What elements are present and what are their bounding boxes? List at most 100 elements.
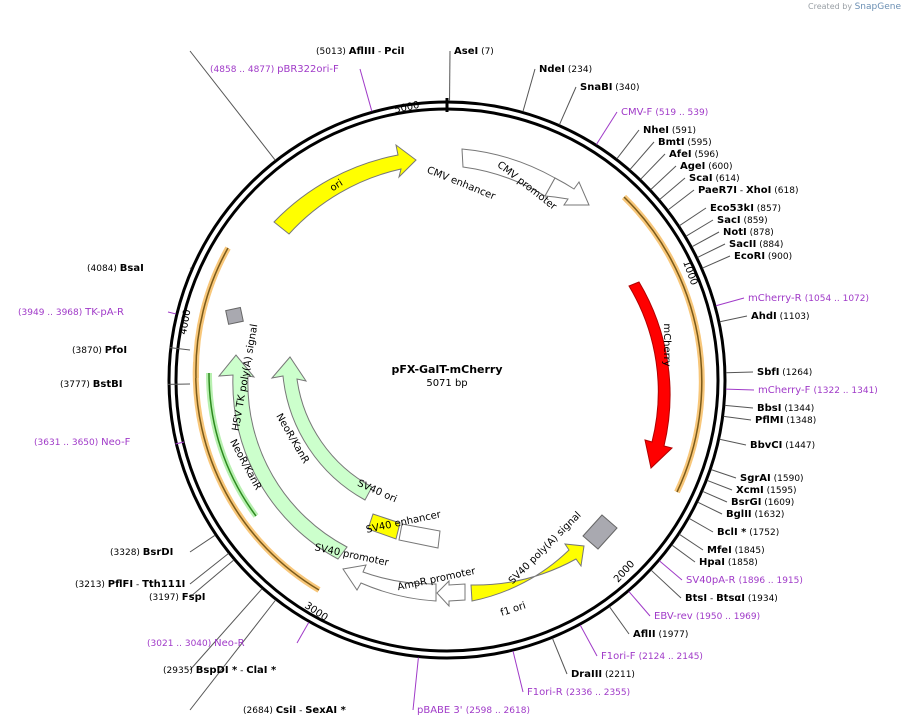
restriction-site[interactable]: (4084) BsaI (87, 263, 192, 274)
site-leader-line (685, 219, 714, 237)
restriction-site[interactable]: NotI (878) (691, 227, 774, 248)
restriction-site[interactable]: MfeI (1845) (679, 533, 765, 556)
site-label: MfeI (1845) (707, 545, 765, 556)
primer-site[interactable]: F1ori-R (2336 .. 2355) (512, 650, 630, 698)
restriction-site[interactable]: SnaBI (340) (558, 82, 639, 125)
site-leader-line (697, 501, 723, 515)
primer-site[interactable]: (3949 .. 3968) TK-pA-R (18, 307, 177, 318)
restriction-site[interactable]: (3197) FspI (149, 559, 235, 603)
restriction-site[interactable]: (3328) BsrDI (110, 534, 216, 558)
site-leader-line (189, 553, 229, 585)
site-leader-line (667, 189, 695, 211)
primer-site[interactable]: CMV-F (519 .. 539) (596, 107, 708, 145)
site-label: BsrGI (1609) (731, 497, 794, 508)
restriction-site[interactable]: XcmI (1595) (707, 479, 797, 496)
restriction-site[interactable]: SgrAI (1590) (711, 469, 804, 484)
sv40-enhancer-feature (398, 523, 441, 549)
restriction-site[interactable]: SacII (884) (697, 239, 784, 258)
site-position: - (237, 666, 246, 676)
site-position: (1934) (745, 594, 778, 604)
restriction-site[interactable]: AflII (1977) (609, 606, 689, 640)
restriction-site[interactable]: EcoRI (900) (702, 251, 793, 269)
restriction-site[interactable]: AhdI (1103) (719, 311, 810, 323)
restriction-site[interactable]: NdeI (234) (522, 64, 592, 112)
primer-position: (1950 .. 1969) (696, 612, 760, 622)
restriction-site[interactable]: Eco53kI (857) (679, 203, 781, 227)
primer-site[interactable]: SV40pA-R (1896 .. 1915) (659, 560, 803, 586)
restriction-site[interactable]: BbvCI (1447) (719, 438, 816, 451)
restriction-site[interactable]: SacI (859) (685, 215, 768, 237)
restriction-site[interactable]: (3213) PflFI - Tth111I (75, 553, 229, 590)
enzyme-name: CsiI (276, 705, 296, 716)
site-label: AseI (7) (454, 46, 494, 57)
site-label: Eco53kI (857) (710, 203, 781, 214)
restriction-site[interactable]: (3870) PfoI (72, 345, 191, 356)
site-leader-line (189, 534, 216, 553)
primer-position: (519 .. 539) (655, 108, 708, 118)
site-leader-line (558, 86, 577, 125)
site-leader-line (169, 347, 191, 351)
restriction-site[interactable]: PaeR7I - XhoI (618) (667, 185, 798, 211)
enzyme-name: MfeI (707, 545, 732, 556)
site-label: XcmI (1595) (736, 485, 797, 496)
restriction-site[interactable]: BbsI (1344) (724, 403, 814, 414)
primer-site[interactable]: EBV-rev (1950 .. 1969) (628, 591, 760, 622)
primer-name: Neo-R (214, 638, 245, 649)
restriction-site[interactable]: (2935) BspDI * - ClaI * (163, 588, 277, 676)
site-position: - (296, 706, 305, 716)
site-label: EcoRI (900) (734, 251, 792, 262)
primer-site[interactable]: mCherry-F (1322 .. 1341) (725, 385, 878, 396)
site-label: (3213) PflFI - Tth111I (75, 579, 185, 590)
restriction-site[interactable]: AseI (7) (449, 46, 494, 102)
primer-site[interactable]: mCherry-R (1054 .. 1072) (715, 293, 869, 307)
primer-site[interactable]: (4858 .. 4877) pBR322ori-F (210, 64, 373, 112)
primer-name: pBABE 3' (417, 705, 466, 716)
site-position: (595) (685, 138, 712, 148)
site-label: DraIII (2211) (571, 669, 635, 680)
primer-label: (4858 .. 4877) pBR322ori-F (210, 64, 339, 75)
restriction-site[interactable]: (2684) CsiI - SexAI * (189, 599, 347, 716)
enzyme-name: SgrAI (740, 473, 771, 484)
site-position: (1752) (746, 528, 779, 538)
restriction-site[interactable]: SbfI (1264) (725, 367, 812, 378)
restriction-site[interactable]: PflMI (1348) (723, 415, 817, 426)
primer-leader-line (167, 311, 177, 315)
primer-site[interactable]: (3021 .. 3040) Neo-R (147, 622, 310, 649)
site-position: (1344) (781, 404, 814, 414)
enzyme-name: SexAI * (305, 705, 346, 716)
primer-name: mCherry-R (748, 293, 805, 304)
neor-green-arc-core (208, 372, 257, 517)
primer-leader-line (725, 388, 755, 391)
site-leader-line (609, 606, 630, 635)
site-leader-line (616, 129, 640, 160)
site-label: (2684) CsiI - SexAI * (243, 705, 347, 716)
primers-layer: (4858 .. 4877) pBR322ori-F CMV-F (519 .. … (18, 64, 878, 716)
primer-name: EBV-rev (654, 611, 696, 622)
site-label: PflMI (1348) (755, 415, 816, 426)
restriction-site[interactable]: (3777) BstBI (60, 379, 191, 390)
restriction-site[interactable]: NheI (591) (616, 125, 696, 160)
restriction-site[interactable]: BmtI (595) (629, 137, 712, 170)
restriction-site[interactable]: BsrGI (1609) (702, 490, 794, 508)
enzyme-name: Tth111I (142, 579, 185, 590)
restriction-site[interactable]: AgeI (600) (650, 161, 733, 190)
enzyme-name: DraIII (571, 669, 602, 680)
primer-site[interactable]: F1ori-F (2124 .. 2145) (579, 624, 703, 662)
restriction-site[interactable]: AfeI (596) (640, 149, 719, 180)
primer-site[interactable]: (3631 .. 3650) Neo-F (34, 437, 185, 448)
restriction-site[interactable]: BtsI - BtsαI (1934) (650, 569, 778, 604)
site-leader-line (189, 559, 235, 598)
site-leader-line (724, 404, 754, 409)
enzyme-name: BglII (726, 509, 752, 520)
primer-site[interactable]: pBABE 3' (2598 .. 2618) (412, 657, 530, 716)
site-label: AflII (1977) (633, 629, 688, 640)
restriction-site[interactable]: (5013) AflIII - PciI (189, 46, 405, 161)
restriction-site[interactable]: ScaI (614) (659, 173, 740, 200)
restriction-site[interactable]: DraIII (2211) (551, 638, 635, 680)
restriction-site[interactable]: HpaI (1858) (671, 544, 758, 568)
site-position: (591) (669, 126, 696, 136)
enzyme-name: PfoI (105, 345, 127, 356)
restriction-site[interactable]: BglII (1632) (697, 501, 785, 520)
restriction-site[interactable]: BclI * (1752) (688, 517, 779, 538)
